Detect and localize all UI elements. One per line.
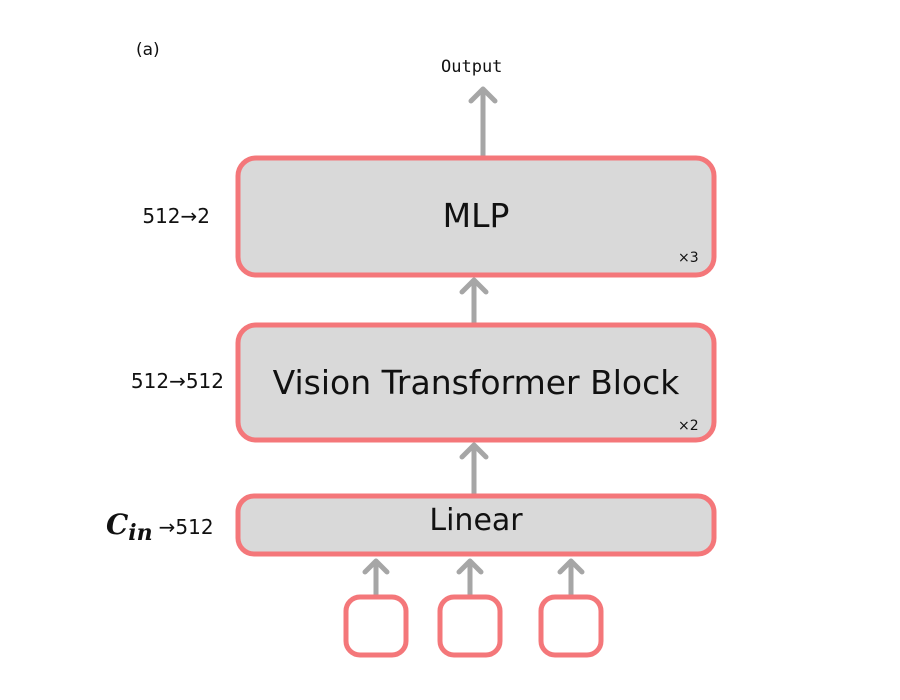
vit-title: Vision Transformer Block — [272, 363, 680, 402]
vit-repeat: ×2 — [678, 418, 699, 434]
input-token — [437, 594, 503, 658]
input-token — [538, 594, 604, 658]
cin-symbol: Cin — [106, 508, 153, 546]
linear-title: Linear — [429, 503, 523, 538]
output-arrow — [468, 86, 498, 158]
mlp-repeat: ×3 — [678, 250, 699, 266]
arrow-linear-to-vit — [459, 442, 489, 496]
cin-main: C — [106, 508, 129, 541]
mlp-block — [235, 155, 717, 278]
token-arrow — [362, 558, 390, 597]
token-arrow — [456, 558, 484, 597]
mlp-title: MLP — [442, 196, 510, 235]
cin-subscript: in — [128, 520, 153, 546]
linear-dims-label: Cin →512 — [106, 508, 214, 546]
linear-block — [235, 493, 717, 557]
input-tokens — [343, 558, 604, 658]
cin-output-dim: →512 — [158, 515, 214, 539]
mlp-dims-label: 512→2 — [142, 204, 210, 228]
vit-dims-label: 512→512 — [130, 369, 224, 393]
input-token — [343, 594, 409, 658]
output-label: Output — [441, 57, 503, 77]
token-arrow — [557, 558, 585, 597]
arrow-vit-to-mlp — [459, 277, 489, 325]
panel-label: (a) — [136, 40, 160, 60]
vit-block — [235, 322, 717, 443]
